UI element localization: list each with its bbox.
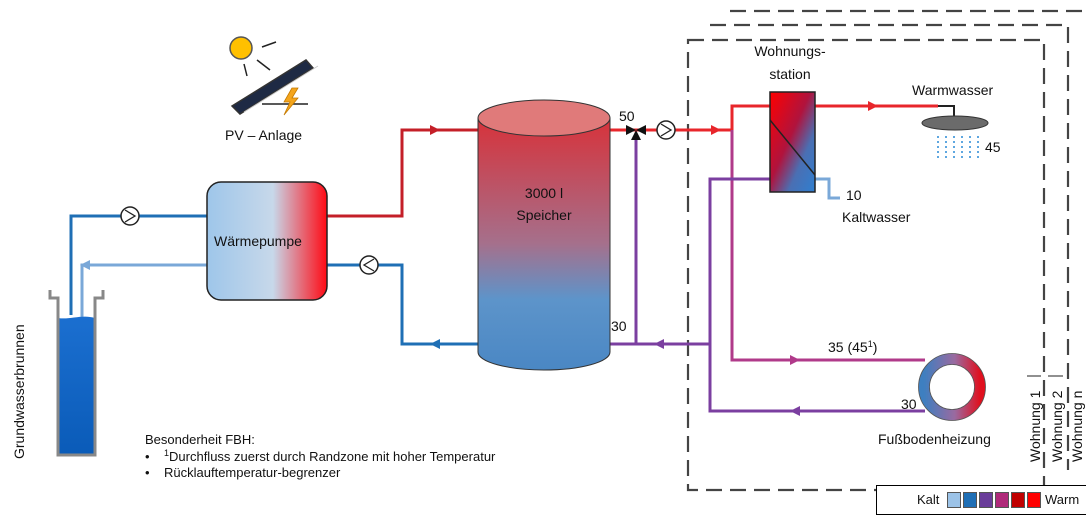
frame-apt-2 <box>710 23 1070 470</box>
apt-2-label: Wohnung 2 <box>1049 390 1065 462</box>
pipe-floor-return <box>708 344 925 413</box>
note-item-2: Rücklauftemperatur-begrenzer <box>164 465 341 480</box>
pv-label: PV – Anlage <box>225 127 302 143</box>
cold-water-label: Kaltwasser <box>842 209 911 225</box>
apt-n-label: Wohnung n <box>1069 391 1085 462</box>
pipe-tank-to-hp <box>327 263 478 346</box>
floor-heating-ring-icon <box>918 353 986 421</box>
water-drops-icon <box>937 136 979 160</box>
floor-supply-temp-close: ) <box>873 339 878 355</box>
hot-water-temp: 45 <box>985 139 1001 155</box>
floor-return-temp: 30 <box>901 396 917 412</box>
tank-name-label: Speicher <box>516 207 572 223</box>
flow-arrows <box>80 101 878 416</box>
note-bullet-2: • <box>145 465 150 480</box>
pipe-floor-supply <box>730 130 925 362</box>
pumps <box>120 120 676 275</box>
tank-volume-label: 3000 l <box>525 185 563 201</box>
color-legend: Kalt Warm <box>876 485 1086 515</box>
lightning-icon <box>283 87 299 116</box>
legend-swatch <box>995 492 1009 508</box>
storage-tank: 3000 l Speicher <box>477 99 611 371</box>
frame-apt-1 <box>686 38 1046 492</box>
pipe-hp-to-tank <box>327 128 478 218</box>
heatpump-label: Wärmepumpe <box>214 233 302 249</box>
tank-return-temp: 30 <box>611 318 627 334</box>
floor-heating-label: Fußbodenheizung <box>878 431 991 447</box>
apartment-frames <box>686 9 1086 492</box>
cold-water-temp: 10 <box>846 187 862 203</box>
pv-system: PV – Anlage <box>225 36 319 143</box>
legend-cold-label: Kalt <box>917 492 940 507</box>
legend-swatch <box>1011 492 1025 508</box>
legend-swatch <box>947 492 961 508</box>
legend-swatch <box>963 492 977 508</box>
mixing-valve-icon <box>626 125 646 140</box>
floor-supply-temp-sup: 1 <box>868 339 873 349</box>
well-casing <box>48 290 105 457</box>
floor-heating: Fußbodenheizung 35 (451) 30 <box>828 339 991 447</box>
groundwater-well: Grundwasserbrunnen <box>11 290 105 459</box>
well-label: Grundwasserbrunnen <box>11 324 27 459</box>
pipe-to-station <box>730 104 770 130</box>
apt-1-label: Wohnung 1 <box>1027 390 1043 462</box>
pipe-well-supply <box>69 214 207 315</box>
pipe-well-return <box>80 263 207 318</box>
pump-hp-return-icon <box>359 255 379 275</box>
notes-title: Besonderheit FBH: <box>145 432 255 447</box>
pipe-station-return <box>708 177 770 344</box>
legend-swatch <box>1027 492 1041 508</box>
shower-head-icon <box>921 115 989 131</box>
note-bullet-1: • <box>145 449 150 464</box>
note-item-1: 1Durchfluss zuerst durch Randzone mit ho… <box>164 448 496 464</box>
pump-well-icon <box>120 206 140 226</box>
hot-water-label: Warmwasser <box>912 82 993 98</box>
shower: Warmwasser 45 <box>912 82 1001 160</box>
note-item-1-text: Durchfluss zuerst durch Randzone mit hoh… <box>169 449 496 464</box>
pv-panel-icon <box>230 59 315 115</box>
note-item-1-sup: 1 <box>164 448 169 458</box>
sun-icon <box>229 36 253 60</box>
station-label-1: Wohnungs- <box>754 43 826 59</box>
legend-swatch <box>979 492 993 508</box>
notes: Besonderheit FBH: • 1Durchfluss zuerst d… <box>145 432 496 480</box>
station-label-2: station <box>769 66 810 82</box>
legend-warm-label: Warm <box>1045 492 1080 507</box>
floor-supply-temp-main: 35 (45 <box>828 339 868 355</box>
supply-temp: 50 <box>619 108 635 124</box>
pipes <box>69 104 938 413</box>
floor-supply-temp: 35 (451) <box>828 339 877 355</box>
pump-supply-icon <box>656 120 676 140</box>
pipe-cold-water <box>815 177 840 200</box>
heat-pump: Wärmepumpe <box>206 181 328 301</box>
apartment-station: Wohnungs- station <box>754 43 826 193</box>
